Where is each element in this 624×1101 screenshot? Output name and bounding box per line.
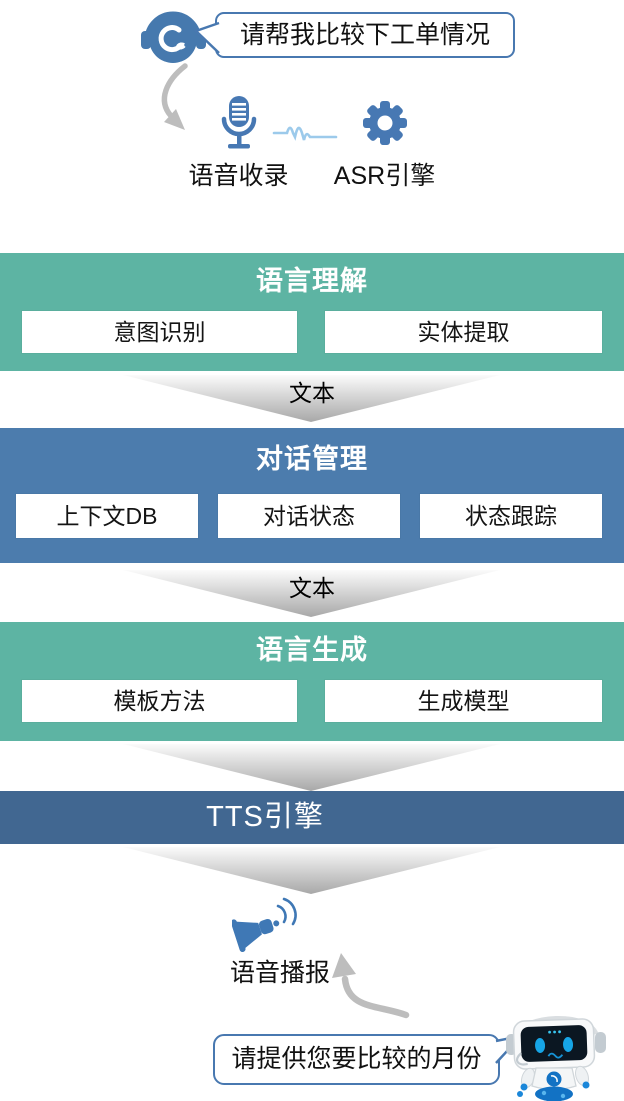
nlg-item-box-genmodel: 生成模型 [325, 680, 602, 722]
arrow-down-curved-icon [161, 63, 188, 130]
flow-label-1: 文本 [289, 380, 335, 406]
nlg-item-box-template: 模板方法 [22, 680, 297, 722]
flow-label-2: 文本 [289, 575, 335, 601]
nlg-band: 语言生成 模板方法 生成模型 [0, 622, 624, 741]
dm-item-text: 上下文DB [56, 503, 158, 529]
tts-band: TTS引擎 [0, 791, 624, 844]
flow-label-text-1: 文本 [0, 374, 624, 408]
voice-capture-text: 语音收录 [188, 162, 289, 190]
waveform-icon [272, 126, 338, 141]
user-speech-text: 请帮我比较下工单情况 [239, 21, 490, 49]
bot-speech-bubble: 请提供您要比较的月份 [213, 1034, 500, 1085]
nlu-item-box-intent: 意图识别 [22, 311, 297, 353]
dm-item-text: 对话状态 [263, 503, 355, 529]
nlu-band: 语言理解 意图识别 实体提取 [0, 253, 624, 371]
flow-chevron-4 [123, 847, 500, 894]
arrow-up-curved-icon [332, 953, 410, 1019]
microphone-icon [221, 96, 257, 149]
nlu-item-text: 实体提取 [417, 319, 510, 345]
nlu-band-title: 语言理解 [256, 266, 368, 296]
tts-band-title: TTS引擎 [206, 801, 324, 833]
flow-label-text-2: 文本 [0, 569, 624, 603]
flow-chevron-2 [123, 570, 500, 617]
dm-band: 对话管理 上下文DB 对话状态 状态跟踪 [0, 428, 624, 563]
flow-chevron-1 [123, 375, 500, 422]
dm-item-box-context-db: 上下文DB [16, 494, 198, 538]
user-speech-bubble: 请帮我比较下工单情况 [215, 12, 515, 58]
asr-engine-text: ASR引擎 [333, 162, 436, 190]
nlg-band-title: 语言生成 [256, 635, 368, 665]
voice-capture-label: 语音收录 [166, 156, 311, 192]
gear-icon [363, 101, 407, 145]
nlu-item-text: 意图识别 [113, 319, 206, 345]
nlg-item-text: 模板方法 [113, 688, 206, 714]
dm-item-box-state-tracking: 状态跟踪 [420, 494, 602, 538]
bot-speech-text: 请提供您要比较的月份 [231, 1045, 482, 1073]
flow-chevron-3 [123, 744, 500, 791]
robot-mascot [506, 1016, 606, 1101]
dm-item-box-dialog-state: 对话状态 [218, 494, 400, 538]
asr-engine-label: ASR引擎 [312, 156, 457, 192]
nlu-item-box-entity: 实体提取 [325, 311, 602, 353]
voice-broadcast-label: 语音播报 [200, 953, 360, 989]
user-bubble-tail [193, 21, 220, 54]
nlg-item-text: 生成模型 [417, 688, 510, 714]
megaphone-icon [232, 897, 297, 953]
dm-item-text: 状态跟踪 [465, 503, 557, 529]
dm-band-title: 对话管理 [256, 444, 368, 474]
voice-broadcast-text: 语音播报 [229, 959, 330, 987]
